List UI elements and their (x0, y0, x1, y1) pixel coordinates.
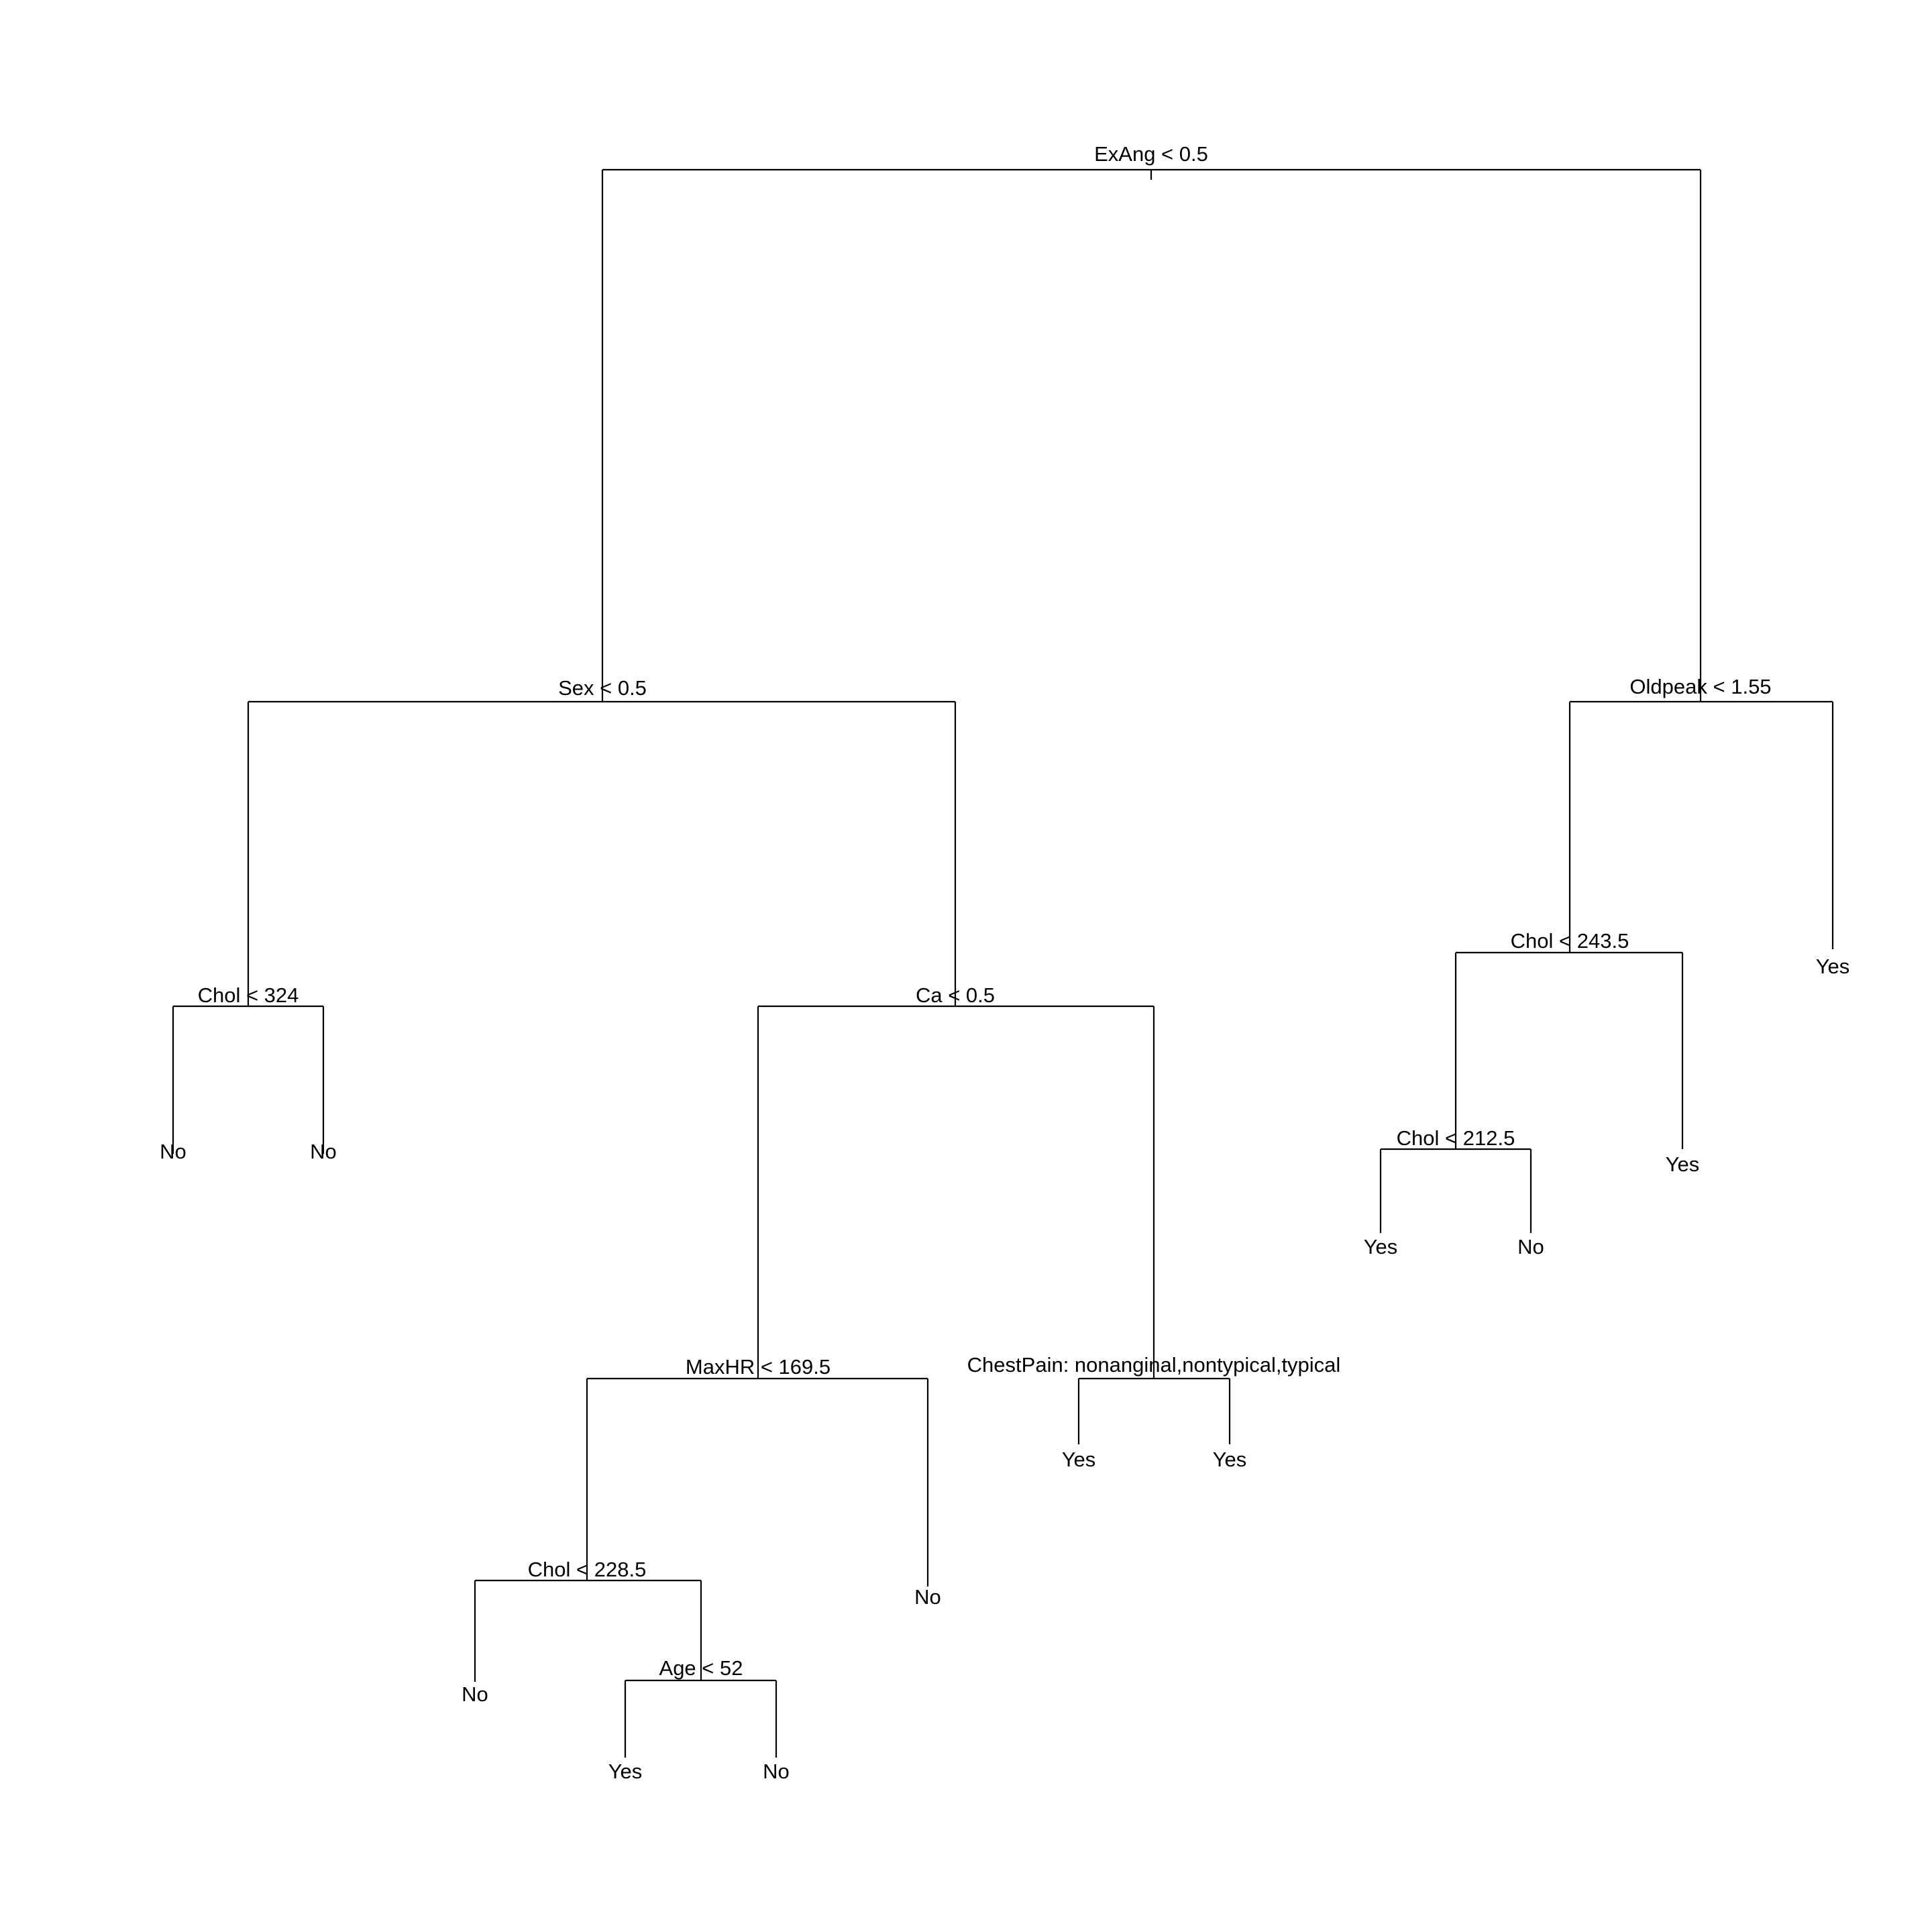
split-label-age-52: Age < 52 (659, 1656, 743, 1680)
split-label-chol-324: Chol < 324 (198, 983, 299, 1007)
leaf-no: No (462, 1682, 488, 1706)
leaf-yes: Yes (1213, 1448, 1247, 1471)
split-label-ca-0-5: Ca < 0.5 (916, 983, 995, 1007)
split-label-exang-0-5: ExAng < 0.5 (1094, 142, 1208, 166)
split-label-chol-243-5: Chol < 243.5 (1511, 929, 1629, 953)
leaf-no: No (914, 1585, 941, 1609)
leaf-yes: Yes (1364, 1235, 1398, 1258)
leaf-no: No (160, 1140, 186, 1163)
leaf-yes: Yes (1816, 955, 1850, 978)
leaf-no: No (310, 1140, 337, 1163)
leaf-yes: Yes (1062, 1448, 1096, 1471)
split-label-maxhr-169-5: MaxHR < 169.5 (686, 1355, 830, 1379)
tree-edges (172, 168, 1834, 1758)
leaf-yes: Yes (608, 1760, 643, 1783)
leaf-no: No (1517, 1235, 1544, 1258)
leaf-no: No (763, 1760, 790, 1783)
split-label-sex-0-5: Sex < 0.5 (558, 676, 647, 700)
split-label-chestpain-nonanginal-nontypical-typical: ChestPain: nonanginal,nontypical,typical (967, 1353, 1341, 1377)
split-label-oldpeak-1-55: Oldpeak < 1.55 (1629, 675, 1771, 698)
leaf-yes: Yes (1666, 1152, 1700, 1176)
split-label-chol-228-5: Chol < 228.5 (528, 1558, 647, 1581)
split-label-chol-212-5: Chol < 212.5 (1397, 1126, 1515, 1150)
